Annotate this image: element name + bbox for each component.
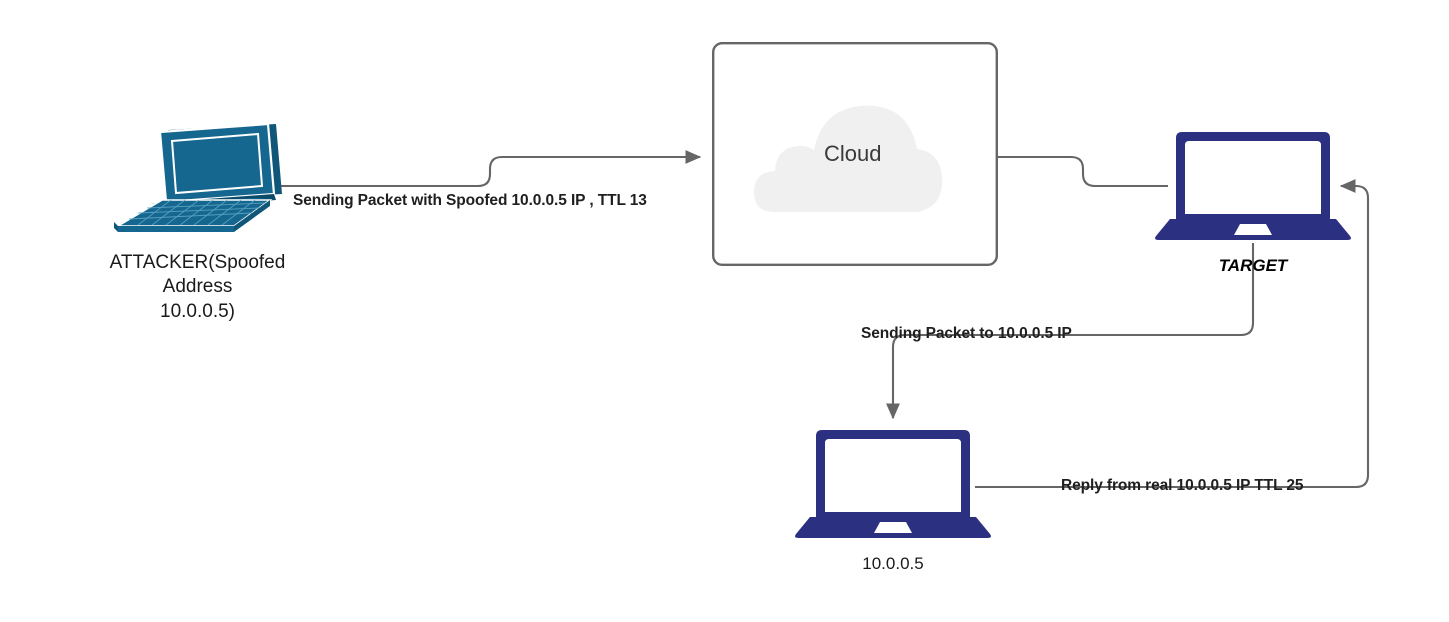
laptop-3d-icon [114, 122, 282, 232]
cloud-box [712, 42, 999, 267]
edge-victim-to-target [975, 179, 1370, 489]
target-label: TARGET [1218, 256, 1288, 275]
node-victim[interactable] [792, 424, 994, 544]
victim-label: 10.0.0.5 [862, 554, 924, 573]
node-cloud[interactable] [712, 42, 999, 267]
attacker-label: ATTACKER(Spoofed Address 10.0.0.5) [109, 252, 286, 322]
edge-target-to-victim [886, 243, 1255, 420]
node-attacker[interactable] [110, 122, 285, 232]
cloud-icon [754, 105, 943, 212]
edge-label-victim-to-target: Reply from real 10.0.0.5 IP TTL 25 [1061, 477, 1304, 494]
cloud-label: Cloud [824, 141, 882, 166]
laptop-icon [1155, 132, 1351, 240]
laptop-icon [795, 430, 991, 538]
edge-label-attacker-to-cloud: Sending Packet with Spoofed 10.0.0.5 IP … [293, 192, 647, 209]
edge-attacker-to-cloud [262, 150, 702, 188]
edge-cloud-to-target [998, 155, 1168, 188]
edge-label-target-to-victim: Sending Packet to 10.0.0.5 IP [861, 325, 1072, 342]
node-target[interactable] [1152, 126, 1354, 246]
